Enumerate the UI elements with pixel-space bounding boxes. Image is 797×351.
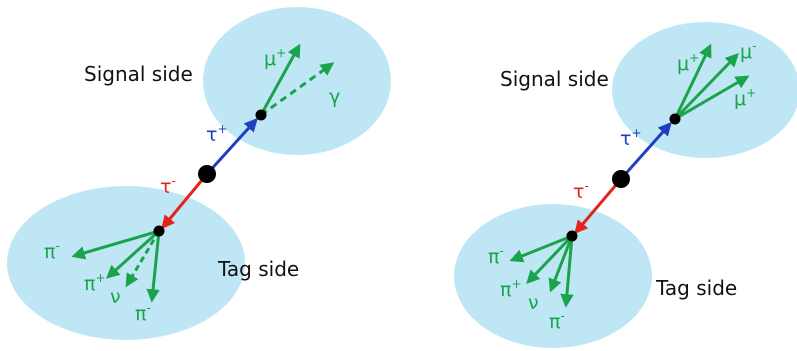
right-pion-plus-label: π+ xyxy=(500,277,522,301)
left-pion-plus-label: π+ xyxy=(84,271,106,295)
left-pion-minus-label-2: π- xyxy=(135,301,151,325)
right-pion-minus-label-1: π- xyxy=(488,244,504,268)
right-pion-minus-track-2 xyxy=(560,235,574,308)
left-primary-vertex xyxy=(198,165,216,183)
left-diagram: Signal side Tag side τ+ τ- μ+ γ π- π+ ν … xyxy=(7,7,391,340)
right-primary-vertex xyxy=(612,170,630,188)
left-pion-minus-track-2 xyxy=(146,230,161,303)
right-muon-plus-label-1: μ+ xyxy=(677,51,699,75)
left-neutrino-track xyxy=(125,230,161,288)
right-pion-minus-track-1 xyxy=(509,234,573,263)
right-pion-plus-track xyxy=(526,234,574,284)
left-signal-label: Signal side xyxy=(84,62,193,86)
right-muon-plus-label-2: μ+ xyxy=(734,86,756,110)
left-tag-region xyxy=(7,186,245,340)
left-muon-track xyxy=(259,43,301,116)
left-tau-plus-track xyxy=(205,118,258,176)
right-tau-minus-label: τ- xyxy=(573,179,589,203)
left-tau-plus-label: τ+ xyxy=(206,122,228,146)
right-muon-minus-track xyxy=(673,53,739,121)
right-tau-minus-track xyxy=(574,178,623,235)
left-tag-vertex xyxy=(153,225,165,237)
right-signal-label: Signal side xyxy=(500,67,609,91)
left-photon-label: γ xyxy=(329,86,340,108)
left-tau-minus-label: τ- xyxy=(160,174,176,198)
right-diagram: Signal side Tag side τ+ τ- μ+ μ- μ+ π- π… xyxy=(454,22,797,348)
right-neutrino-track xyxy=(548,235,574,293)
left-signal-region xyxy=(203,7,391,155)
left-pion-plus-track xyxy=(105,229,161,279)
right-muon-minus-label: μ- xyxy=(740,39,756,63)
left-photon-track xyxy=(260,62,335,117)
left-signal-vertex xyxy=(255,109,267,121)
left-tag-label: Tag side xyxy=(217,257,299,281)
right-pion-minus-label-2: π- xyxy=(549,309,565,333)
right-tau-plus-track xyxy=(619,121,672,180)
right-signal-vertex xyxy=(669,113,681,125)
left-pion-minus-track-1 xyxy=(71,229,160,260)
right-neutrino-label: ν xyxy=(528,292,539,314)
right-tag-region xyxy=(454,204,652,348)
right-tag-label: Tag side xyxy=(655,276,737,300)
right-muon-plus-track-2 xyxy=(674,75,750,121)
right-tag-vertex xyxy=(566,230,578,242)
right-muon-plus-track-1 xyxy=(673,43,712,120)
left-pion-minus-label-1: π- xyxy=(44,239,60,263)
right-tau-plus-label: τ+ xyxy=(620,126,642,150)
left-tau-minus-track xyxy=(161,173,209,230)
left-neutrino-label: ν xyxy=(110,286,121,308)
left-muon-label: μ+ xyxy=(264,46,286,70)
